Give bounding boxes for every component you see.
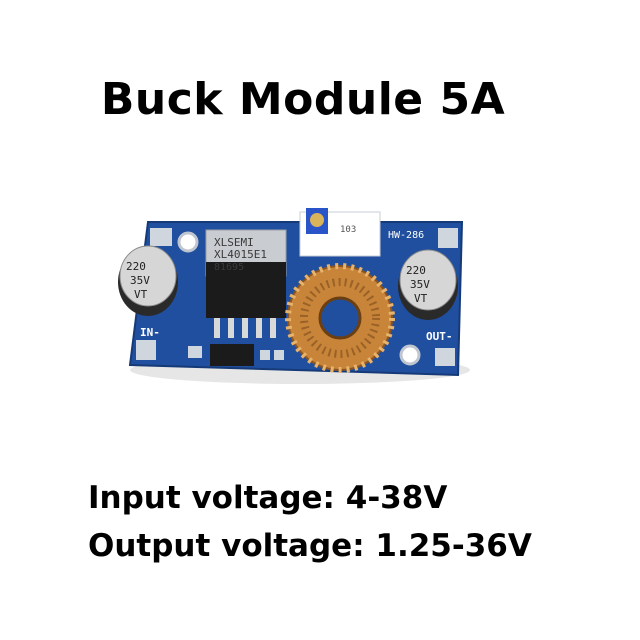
- mount-hole-left: [177, 231, 199, 253]
- pad-bottom-right: [435, 348, 455, 366]
- cap-left-line1: 220: [126, 260, 146, 273]
- output-voltage-text: Output voltage: 1.25-36V: [88, 528, 532, 564]
- inductor-windings-mid: [300, 278, 380, 358]
- pad-top-right: [438, 228, 458, 248]
- cap-right-line3: VT: [414, 292, 428, 305]
- cap-left-line3: VT: [134, 288, 148, 301]
- cap-left-line2: 35V: [130, 274, 150, 287]
- inductor-windings-outer: [285, 263, 395, 373]
- in-label: IN-: [140, 326, 160, 339]
- out-label: OUT-: [426, 330, 453, 343]
- inductor-core-hole: [318, 296, 362, 340]
- ic-label-3: 81695: [214, 262, 244, 273]
- model-label: HW-286: [388, 230, 424, 241]
- pad-bottom-left: [136, 340, 156, 360]
- potentiometer-label: 103: [340, 225, 356, 235]
- capacitor-left-top: [119, 245, 177, 307]
- smd-pad-1: [188, 346, 202, 358]
- input-voltage-text: Input voltage: 4-38V: [88, 480, 448, 516]
- cap-right-line1: 220: [406, 264, 426, 277]
- product-title: Buck Module 5A: [100, 74, 506, 125]
- schottky-diode: [210, 344, 254, 366]
- ic-label-2: XL4015E1: [214, 248, 267, 261]
- cap-right-line2: 35V: [410, 278, 430, 291]
- pad-top-left: [150, 228, 172, 246]
- mount-hole-right: [399, 344, 421, 366]
- capacitor-right-top: [399, 249, 457, 311]
- ic-label-1: XLSEMI: [214, 236, 254, 249]
- ic-body: [206, 262, 286, 318]
- smd-pad-2: [260, 350, 270, 360]
- smd-pad-3: [274, 350, 284, 360]
- ic-pins: [214, 318, 276, 338]
- buck-module-photo: XLSEMI XL4015E1 81695 220 35V VT 220 35V…: [118, 208, 470, 384]
- potentiometer-knob: [310, 213, 324, 227]
